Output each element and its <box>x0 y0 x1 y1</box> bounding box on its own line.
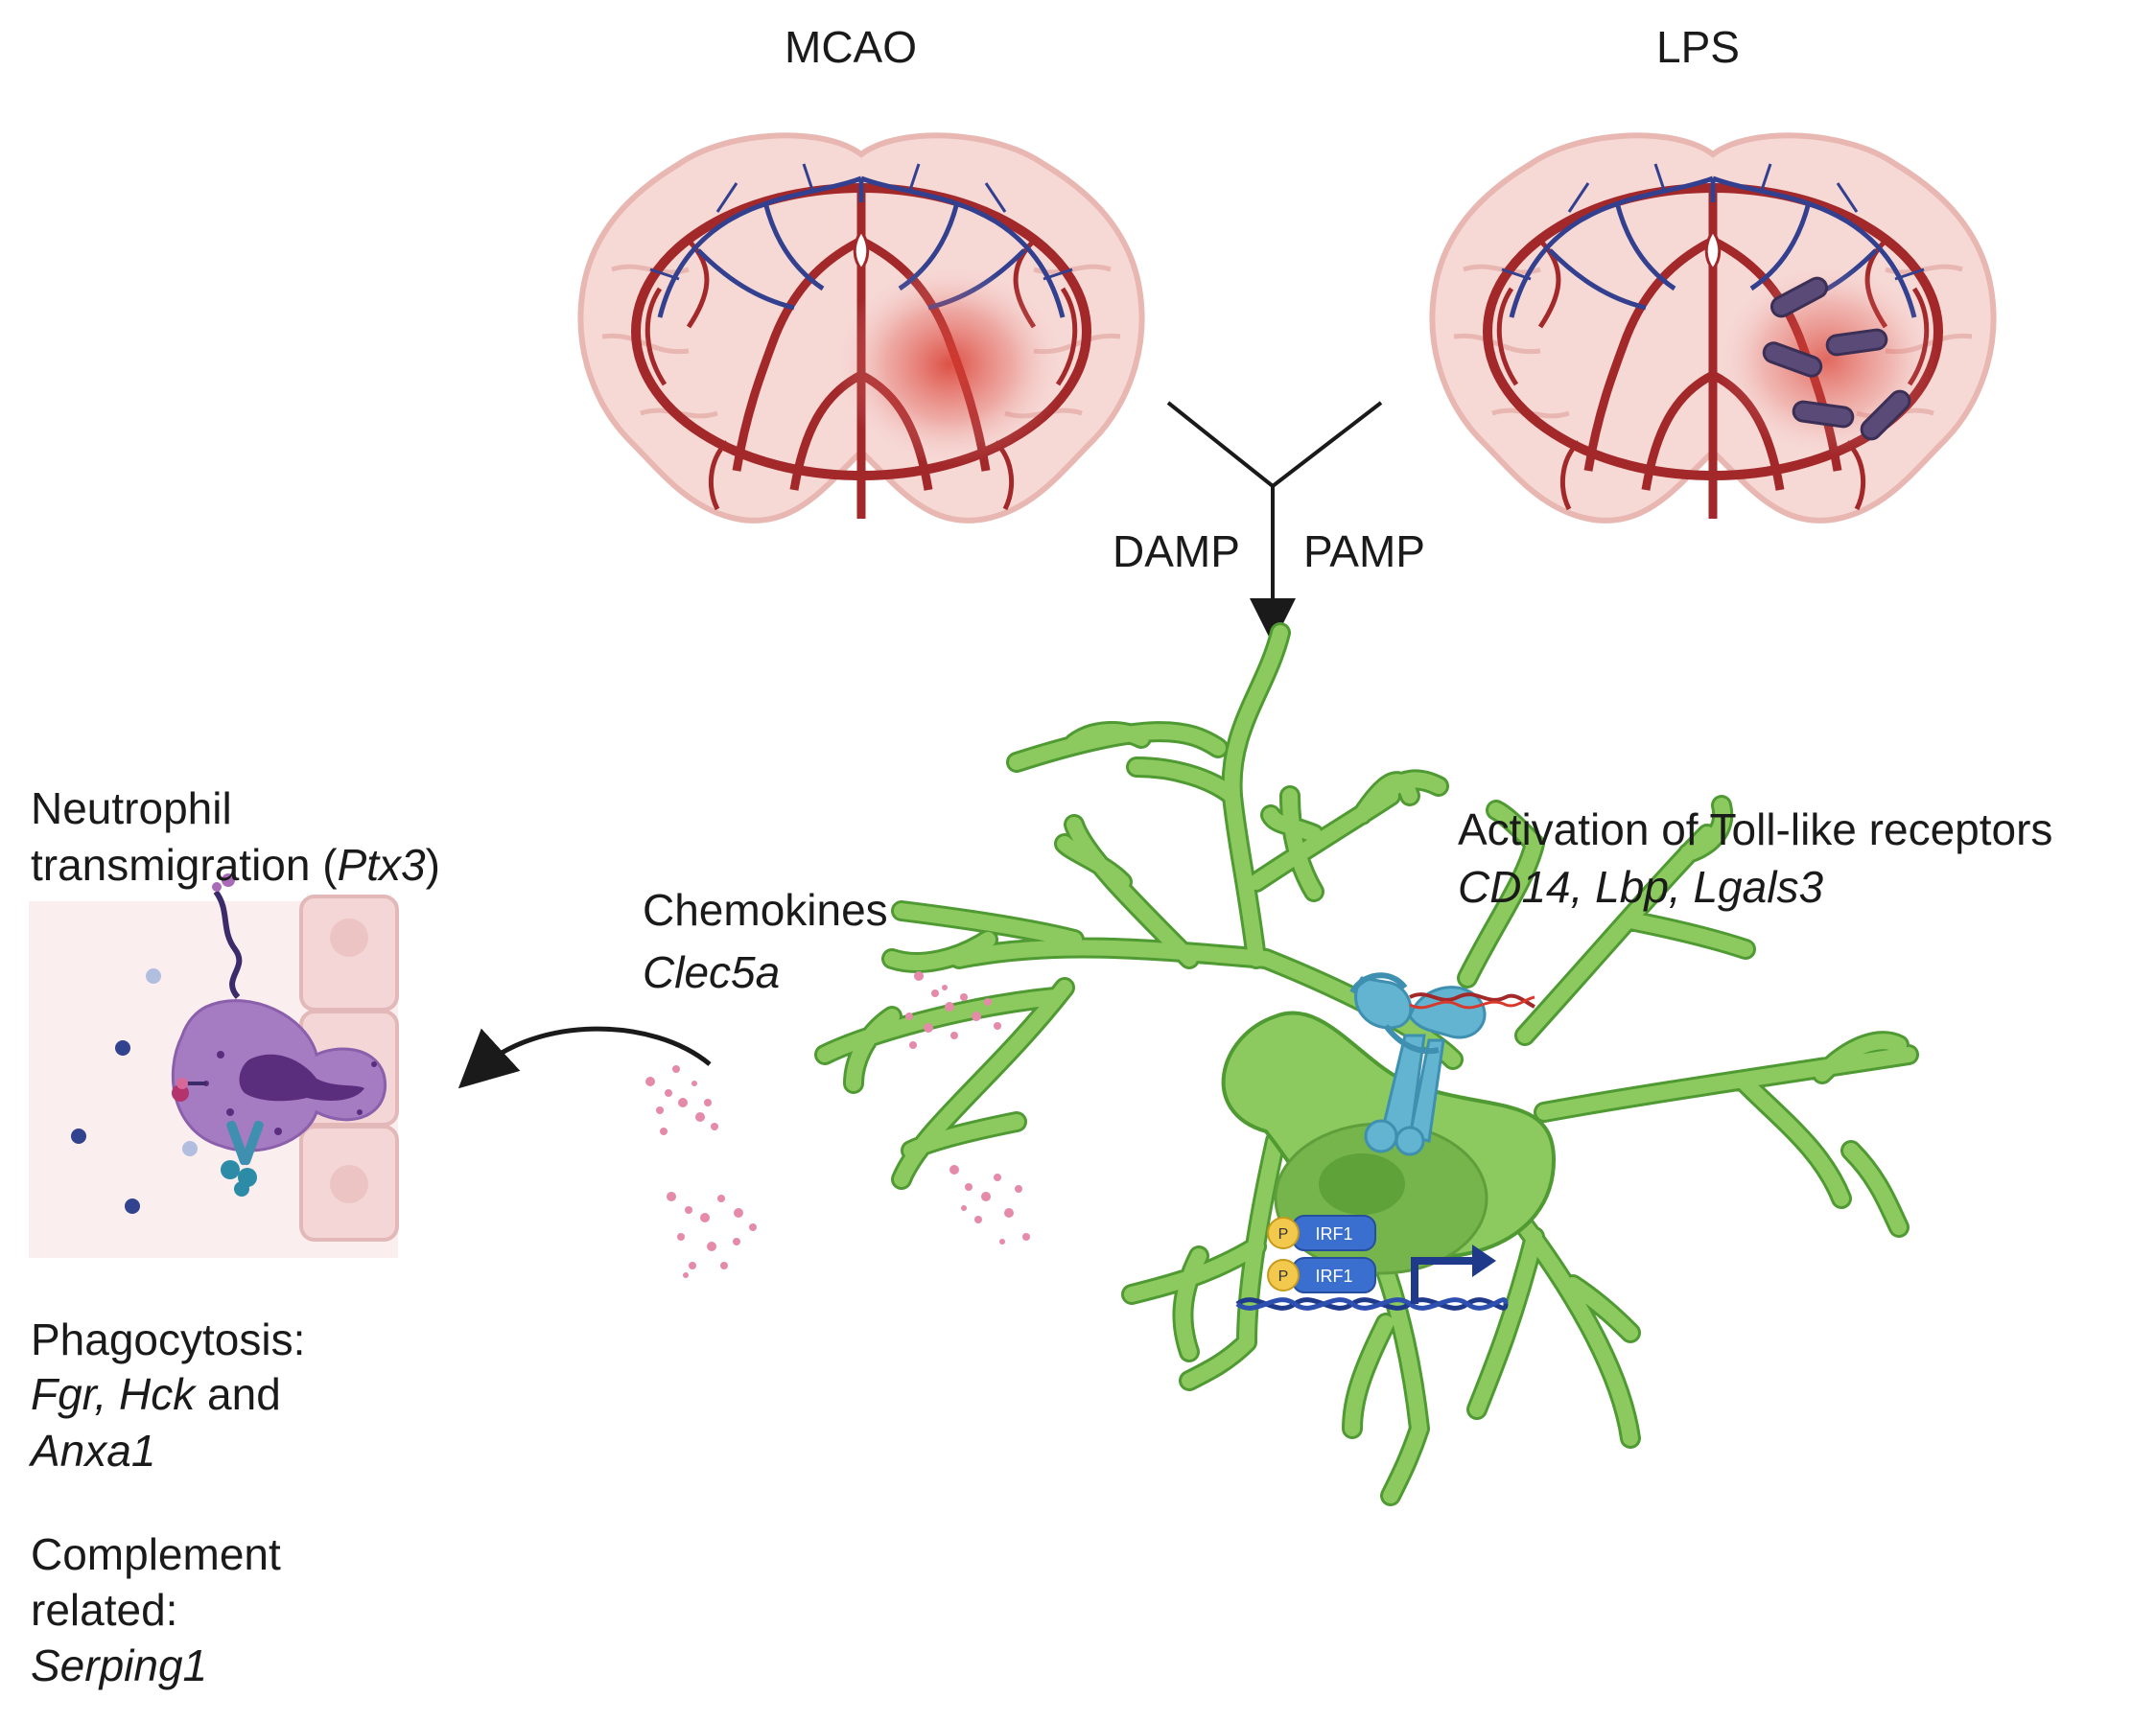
neutrophil-title-line1: Neutrophil <box>31 783 232 833</box>
phagocytosis-title: Phagocytosis: <box>31 1315 306 1364</box>
integrin-receptor-icon <box>221 1120 264 1197</box>
receptor-chain <box>213 890 243 1000</box>
chemokines-label: Chemokines <box>643 885 888 935</box>
complement-title-line1: Complement <box>31 1529 281 1579</box>
lps-molecule <box>1409 992 1535 1009</box>
mcao-label: MCAO <box>785 22 917 72</box>
phosphate-label: P <box>1278 1268 1289 1285</box>
lps-label: LPS <box>1656 22 1740 72</box>
pamp-label: PAMP <box>1303 526 1425 576</box>
neutrophil-cell <box>171 999 387 1152</box>
tlr-title: Activation of Toll-like receptors <box>1458 804 2053 854</box>
neutrophil-title-text: transmigration ( <box>31 840 338 890</box>
convergence-arrow <box>1166 401 1383 644</box>
tlr-genes: CD14, Lbp, Lgals3 <box>1458 862 1824 912</box>
irf1-complex-top: IRF1 P <box>1267 1215 1376 1251</box>
lps-brain-illustration <box>1432 135 1993 521</box>
microglia-cell <box>814 622 1919 1506</box>
chemokine-arrow <box>457 1026 712 1089</box>
neutrophil-title-line2: transmigration (Ptx3) <box>31 837 440 893</box>
phosphate-label: P <box>1278 1226 1289 1243</box>
damp-label: DAMP <box>1113 526 1240 576</box>
ischemic-lesion <box>834 264 1065 465</box>
irf1-complex-bottom: IRF1 P <box>1267 1257 1376 1293</box>
phagocytosis-and: and <box>195 1369 281 1419</box>
transcription-start-arrow <box>1411 1245 1496 1304</box>
tlr-receptor-complex <box>1349 972 1535 1156</box>
chemokine-particles <box>645 971 1030 1278</box>
complement-title-line2: related: <box>31 1585 178 1635</box>
bacteria-icons <box>1762 276 1911 441</box>
irf1-label: IRF1 <box>1315 1267 1352 1286</box>
neutrophil-panel <box>29 873 399 1258</box>
neutrophil-title-close: ) <box>425 840 440 890</box>
inflammation-area <box>1717 264 1937 455</box>
mcao-brain-illustration <box>580 135 1141 521</box>
phagocytosis-gene3: Anxa1 <box>31 1426 156 1476</box>
cytokine-dots <box>71 968 198 1214</box>
phosphate-icon <box>1267 1259 1300 1292</box>
dna-strand <box>1235 1297 1509 1311</box>
phagocytosis-genes: Fgr, Hck <box>31 1369 196 1419</box>
neutrophil-gene: Ptx3 <box>337 840 426 890</box>
phosphate-icon <box>1267 1217 1300 1249</box>
nucleolus <box>1319 1153 1405 1215</box>
irf1-label: IRF1 <box>1315 1224 1352 1244</box>
complement-gene: Serping1 <box>31 1641 208 1690</box>
phagocytosis-genes-line: Fgr, Hck and <box>31 1366 281 1422</box>
chemokines-gene: Clec5a <box>643 947 781 997</box>
